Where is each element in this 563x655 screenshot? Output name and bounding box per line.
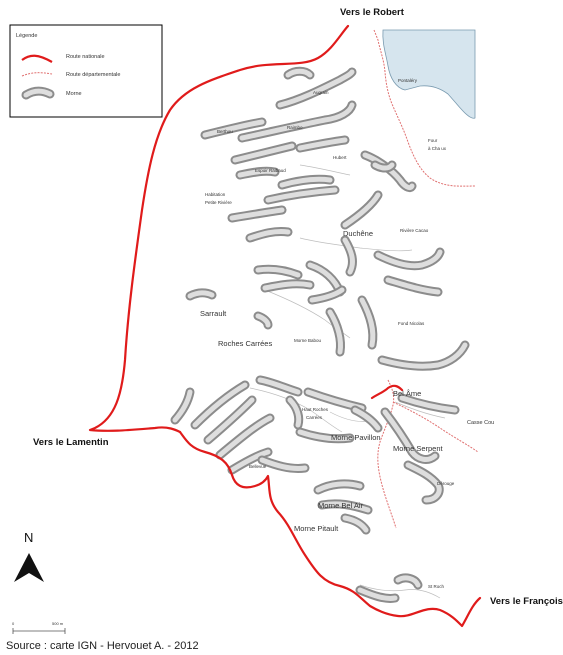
label-berthou: Berthou xyxy=(217,129,233,134)
label-four: Four xyxy=(428,138,438,143)
label-bel-ame: Bel Âme xyxy=(393,389,421,398)
route-departementale-south xyxy=(377,379,397,529)
source-caption: Source : carte IGN - Hervouet A. - 2012 xyxy=(6,640,199,652)
label-morne-pitault: Morne Pitault xyxy=(294,524,339,533)
label-espoir: Espoir Raibaud xyxy=(255,168,286,173)
north-arrow: N xyxy=(14,530,44,582)
route-nationale-east xyxy=(370,384,404,400)
label-pontalery: Pontaléry xyxy=(398,78,418,83)
label-morne-babou: Morne Babou xyxy=(294,338,322,343)
legend-route-nationale-symbol xyxy=(21,54,53,63)
label-duchene: Duchêne xyxy=(343,229,373,238)
scale-bar: 0 500 m xyxy=(12,621,66,634)
route-departementale-east xyxy=(392,401,479,453)
route-nationale-south xyxy=(178,430,482,628)
morne-shape xyxy=(283,66,315,80)
label-st-roch: St Roch xyxy=(428,584,445,589)
label-haut-roches: Haut Roches xyxy=(302,407,329,412)
mornes xyxy=(170,66,470,603)
label-casse-cou: Casse Cou xyxy=(467,420,494,426)
legend-morne-label: Morne xyxy=(66,91,82,97)
label-riviere-cacao: Rivière Cacao xyxy=(400,228,429,233)
label-augrain: Augrain xyxy=(313,90,329,95)
label-a-chaux: à Cha ux xyxy=(428,146,447,151)
legend-route-nationale-label: Route nationale xyxy=(66,54,105,60)
label-fond-nicolas: Fond Nicolas xyxy=(398,321,425,326)
legend-route-departementale-label: Route départementale xyxy=(66,72,120,78)
north-arrow-icon xyxy=(14,553,44,582)
label-habitation: Habitation xyxy=(205,192,226,197)
label-carrees: Carrées xyxy=(306,415,323,420)
label-vers-le-francois: Vers le François xyxy=(490,596,563,607)
label-deroute: Dérouge xyxy=(437,481,455,486)
scale-zero: 0 xyxy=(12,621,15,626)
label-morne-serpent: Morne Serpent xyxy=(393,444,444,453)
label-morne-bel-air: Morne Bel Air xyxy=(318,501,364,510)
route-departementale xyxy=(373,29,477,187)
label-raimbau: Raimbo xyxy=(287,125,303,130)
north-label: N xyxy=(24,530,33,545)
label-petite-riviere: Petite Rivière xyxy=(205,200,232,205)
scale-distance: 500 m xyxy=(52,621,64,626)
label-bellevue: Bellevue xyxy=(249,464,267,469)
bay-water xyxy=(382,29,476,119)
route-nationale-west xyxy=(88,24,350,434)
label-morne-pavillon: Morne Pavillon xyxy=(331,433,381,442)
legend: Légende Route nationale Route départemen… xyxy=(9,24,163,118)
minor-roads xyxy=(249,164,446,599)
label-vers-le-robert: Vers le Robert xyxy=(340,7,405,18)
label-roches-carrees: Roches Carrées xyxy=(218,339,272,348)
legend-morne-symbol xyxy=(21,86,55,100)
legend-title: Légende xyxy=(16,33,37,39)
legend-route-departementale-symbol xyxy=(21,72,53,77)
label-vers-le-lamentin: Vers le Lamentin xyxy=(33,437,109,448)
label-hubert: Hubert xyxy=(333,155,347,160)
label-sarrault: Sarrault xyxy=(200,309,227,318)
